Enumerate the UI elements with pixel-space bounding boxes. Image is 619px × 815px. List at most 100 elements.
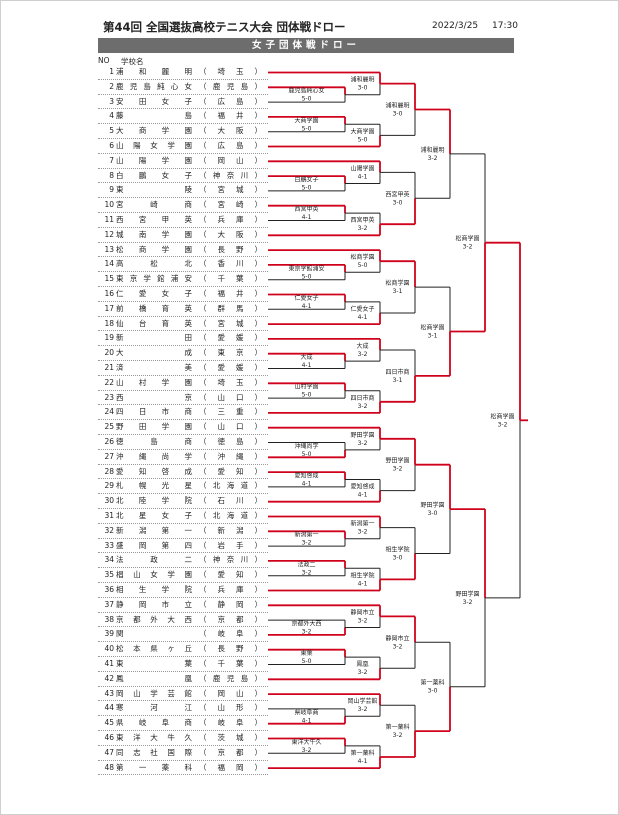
match-score: 3-0 xyxy=(393,555,403,562)
entry-no: 27 xyxy=(104,451,114,461)
match-winner: 松商学園 xyxy=(490,412,514,420)
match-winner: 鹿児島純心女 xyxy=(288,87,324,95)
entry-prefecture: （福井） xyxy=(199,289,262,298)
match-score: 3-2 xyxy=(463,244,473,251)
entry-no: 6 xyxy=(109,141,114,150)
entry-school: 京都外大西 xyxy=(116,614,192,624)
match-winner: 第一薬科 xyxy=(350,749,374,757)
match-winner: 浦和麗明 xyxy=(385,102,409,110)
entry-no: 47 xyxy=(104,747,114,757)
match-score: 3-2 xyxy=(358,706,368,713)
entry-no: 2 xyxy=(109,81,114,91)
entry-school: 鳳凰 xyxy=(116,673,192,683)
entry-school: 盛岡第四 xyxy=(116,540,192,550)
match-winner: 西宮甲英 xyxy=(350,216,374,224)
entry-prefecture: （千葉） xyxy=(199,274,262,284)
match-score: 4-1 xyxy=(302,362,312,369)
entry-no: 26 xyxy=(104,437,114,446)
entry-school: 岡山学芸館 xyxy=(116,688,192,698)
entry-prefecture: （宮城） xyxy=(199,185,262,195)
match-score: 3-0 xyxy=(358,85,368,92)
match-winner: 静岡市立 xyxy=(350,608,374,616)
entry-no: 22 xyxy=(104,377,114,387)
entry-prefecture: （埼玉） xyxy=(199,67,262,76)
match-score: 3-2 xyxy=(498,421,508,428)
entry-prefecture: （山口） xyxy=(199,422,262,432)
match-score: 5-0 xyxy=(302,658,312,665)
match-score: 5-0 xyxy=(302,96,312,103)
entry-school: 松本県ヶ丘 xyxy=(116,644,192,654)
entry-no: 42 xyxy=(104,673,114,683)
entry-no: 45 xyxy=(104,718,114,728)
match-winner: 大成 xyxy=(356,342,368,350)
entry-school: 北陸学院 xyxy=(116,496,192,506)
entry-no: 31 xyxy=(104,511,114,520)
entry-no: 32 xyxy=(104,525,114,535)
entry-no: 24 xyxy=(104,407,114,417)
entry-prefecture: （鹿児島） xyxy=(199,81,262,91)
entry-no: 16 xyxy=(104,289,114,298)
entry-prefecture: （山形） xyxy=(199,703,262,713)
match-winner: 仁愛女子 xyxy=(350,305,374,313)
match-score: 3-2 xyxy=(358,440,368,447)
entry-no: 1 xyxy=(109,67,114,76)
match-score: 4-1 xyxy=(302,214,312,221)
match-winner: 法政二 xyxy=(297,560,315,568)
entry-no: 36 xyxy=(104,585,114,594)
match-score: 3-2 xyxy=(358,403,368,410)
match-score: 3-2 xyxy=(358,617,368,624)
column-header-school: 学校名 xyxy=(121,57,144,66)
entry-school: 鹿児島純心女 xyxy=(116,81,192,91)
match-winner: 愛知啓成 xyxy=(294,472,318,480)
match-winner: 浦和麗明 xyxy=(420,146,444,154)
entry-prefecture: （大阪） xyxy=(199,126,262,136)
entry-school: 白鵬女子 xyxy=(116,170,192,180)
match-score: 4-1 xyxy=(302,303,312,310)
entry-prefecture: （北海道） xyxy=(199,511,262,520)
match-score: 5-0 xyxy=(302,125,312,132)
entry-school: 東陵 xyxy=(116,185,192,195)
match-score: 4-1 xyxy=(358,492,368,499)
match-score: 3-2 xyxy=(463,599,473,606)
entry-prefecture: （静岡） xyxy=(199,599,262,609)
entry-school: 札幌光星 xyxy=(116,481,192,491)
match-score: 4-1 xyxy=(358,580,368,587)
match-score: 3-2 xyxy=(358,225,368,232)
entry-school: 寒河江 xyxy=(116,703,192,713)
entry-school: 浦和麗明 xyxy=(116,67,192,76)
entry-prefecture: （徳島） xyxy=(199,437,262,446)
match-score: 3-2 xyxy=(393,466,403,473)
entry-school: 山村学園 xyxy=(116,377,192,387)
entry-prefecture: （岡山） xyxy=(199,688,262,698)
match-score: 3-0 xyxy=(393,199,403,206)
entry-no: 40 xyxy=(104,644,114,654)
entry-school: 法政二 xyxy=(116,555,192,565)
entry-school: 東京学館浦安 xyxy=(116,274,192,284)
match-winner: 第一薬科 xyxy=(385,723,409,731)
entry-prefecture: （大阪） xyxy=(199,229,262,239)
match-winner: 松商学園 xyxy=(385,279,409,287)
section-banner: 女子団体戦ドロー xyxy=(98,38,514,53)
match-winner: 浦和麗明 xyxy=(350,76,374,84)
match-score: 3-0 xyxy=(428,688,438,695)
entry-no: 25 xyxy=(104,422,114,432)
